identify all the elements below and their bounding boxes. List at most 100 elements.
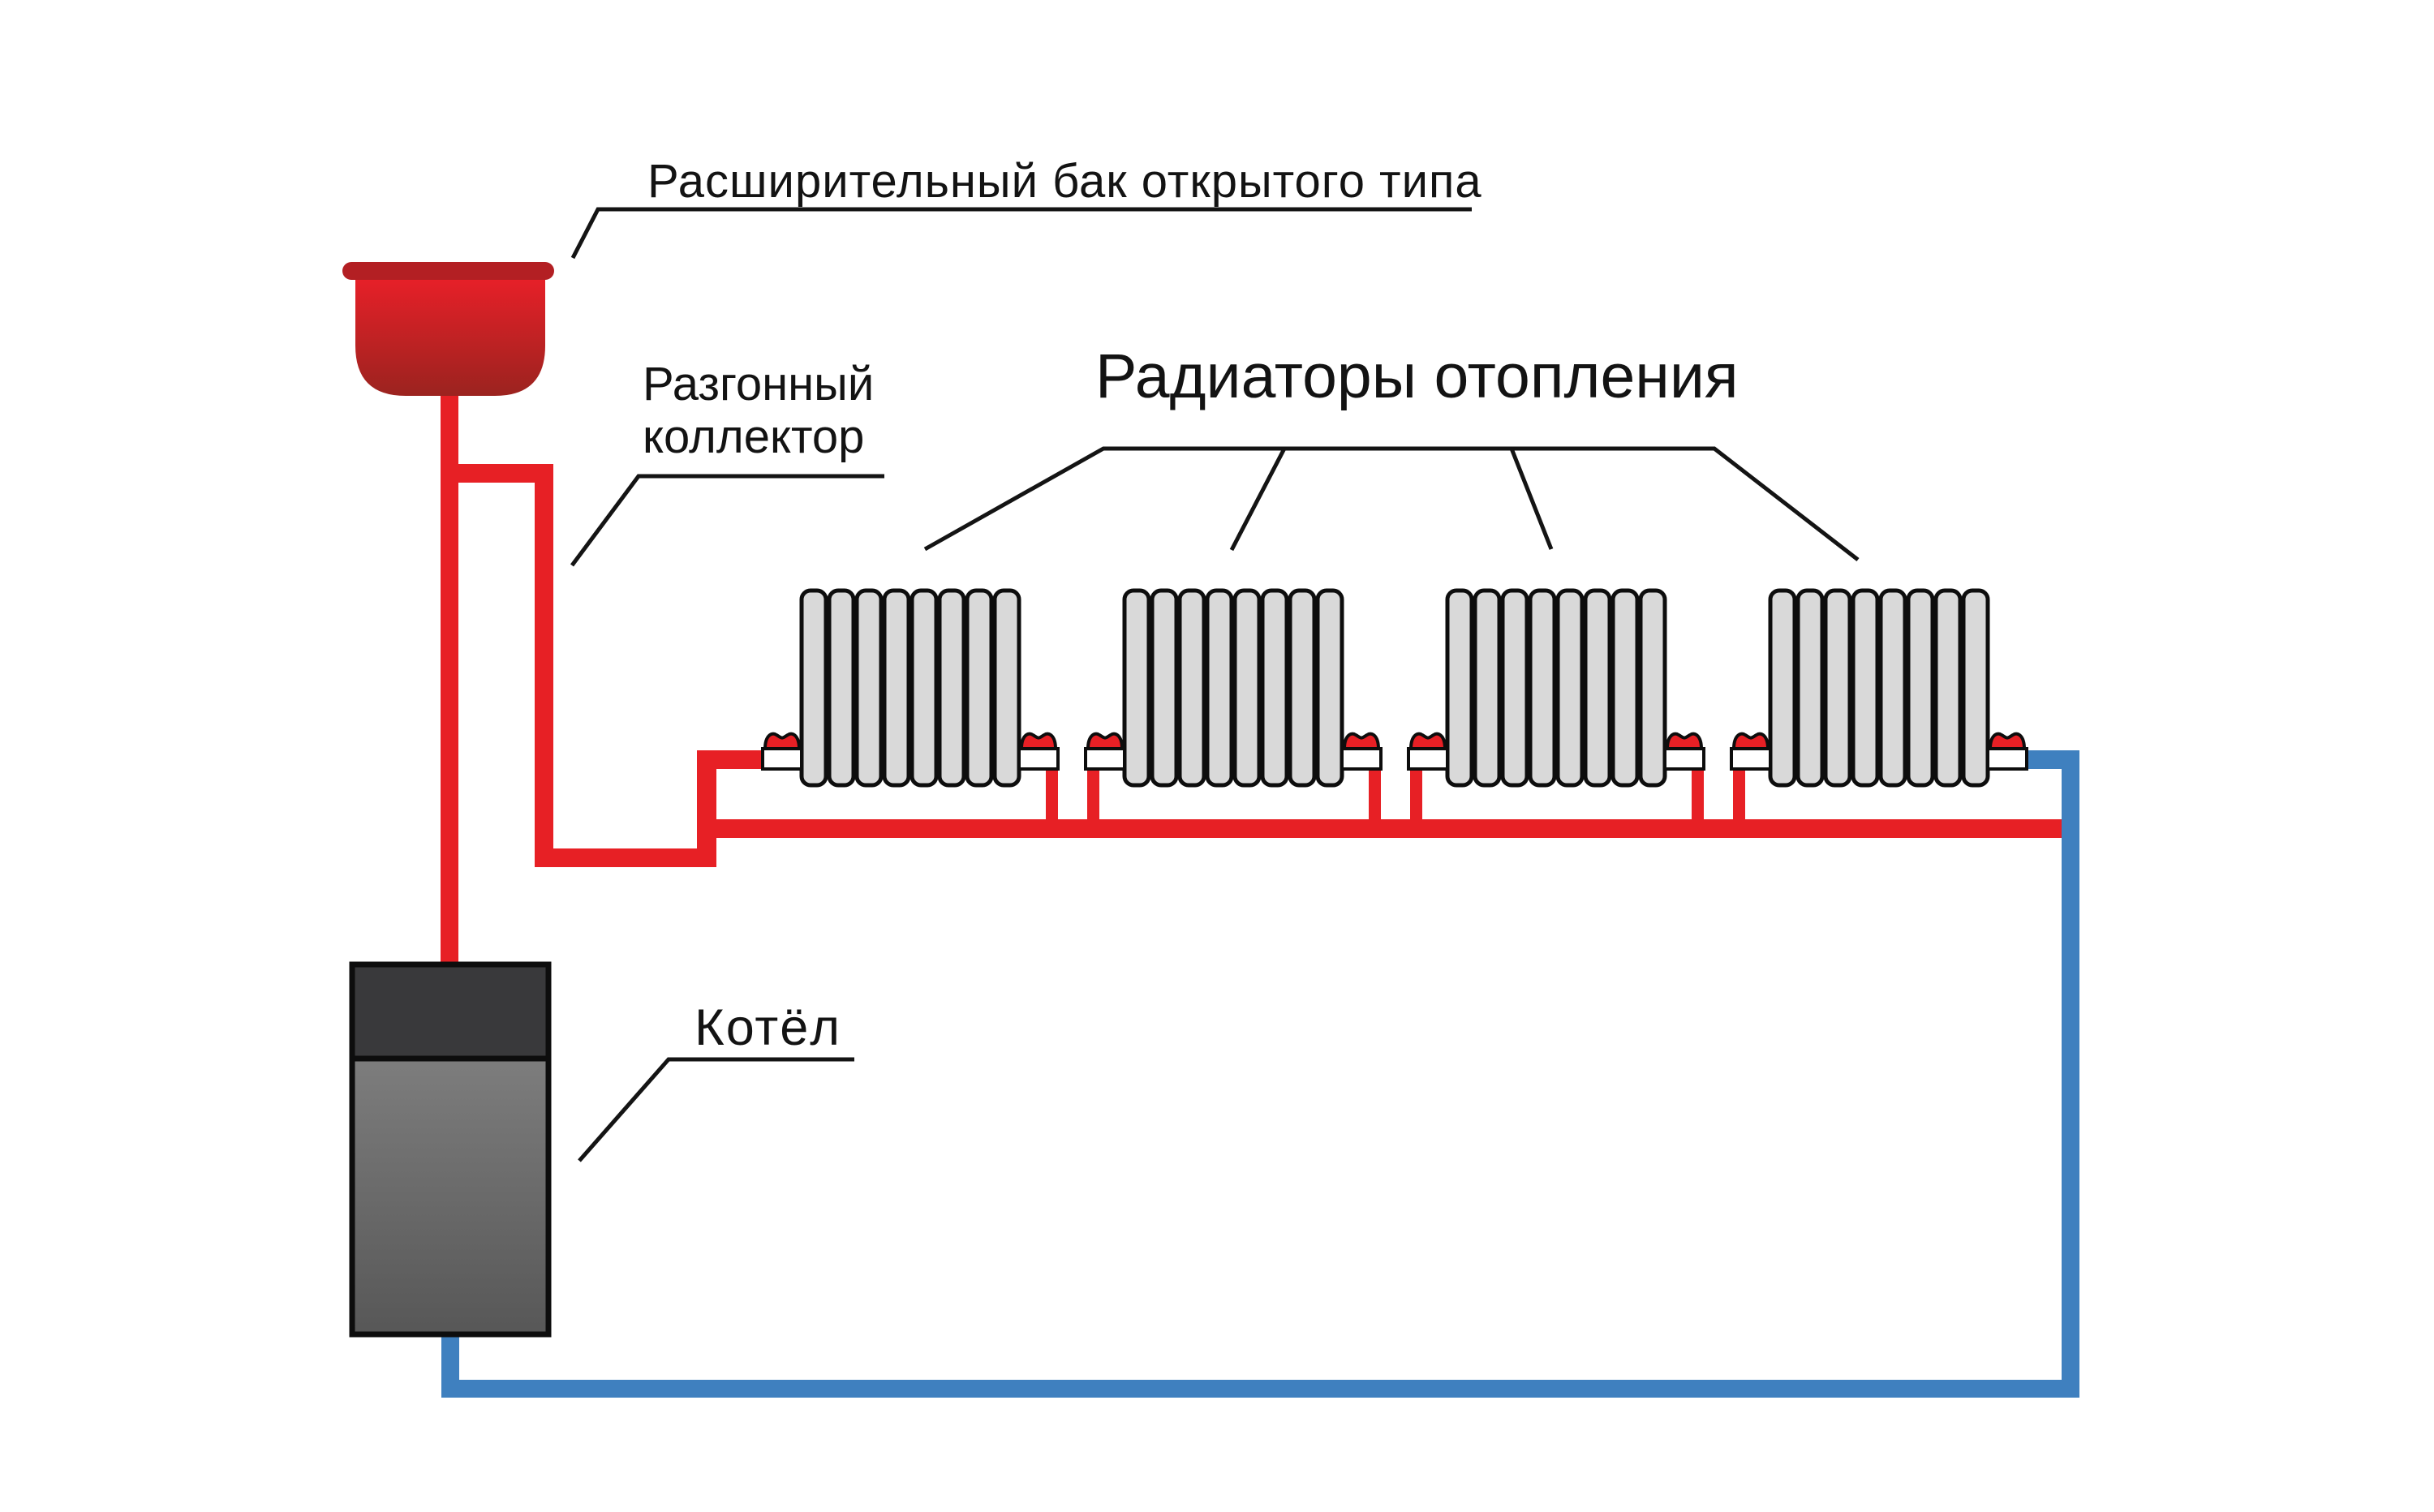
radiator-4 [1768,588,1990,788]
collector-branch-top-pipe [458,464,553,483]
radiator-2-inlet-valve [1084,732,1126,771]
valve-handle-icon [763,732,802,750]
radiator-section [1933,588,1963,788]
radiator-section [937,588,966,788]
expansion-tank-label: Расширительный бак открытого типа [647,155,1482,208]
radiator-sections [1768,588,1990,788]
valve-drop-pipe [1733,768,1745,820]
valve-handle-icon [1019,732,1058,750]
radiator-2-outlet-valve [1340,732,1383,771]
radiator-section [1878,588,1907,788]
radiator-sections [1122,588,1344,788]
radiator-section [1288,588,1317,788]
collector-leader-line [570,474,884,567]
radiator-section [1906,588,1935,788]
return-right-vertical-pipe [2062,750,2079,1398]
valve-handle-icon [1988,732,2027,750]
boiler [349,961,552,1338]
radiator-section [1177,588,1206,788]
step-riser-pipe [697,750,716,867]
collector-label-line2: коллектор [643,410,864,463]
radiator-1-outlet-valve [1017,732,1060,771]
radiators-heading: Радиаторы отопления [1095,341,1739,411]
radiator-sections [1445,588,1667,788]
boiler-leader-line [578,1057,854,1162]
radiator-4-outlet-valve [1986,732,2028,771]
radiator-section [854,588,884,788]
radiator-section [1610,588,1640,788]
expansion-tank [342,262,554,396]
valve-body [1730,747,1772,771]
valve-drop-pipe [1692,768,1704,820]
radiator-section [1232,588,1262,788]
radiator-section [910,588,939,788]
radiator-section [1260,588,1289,788]
leader-lines [570,207,1860,1162]
valve-drop-pipe [1410,768,1422,820]
radiator-section [799,588,828,788]
boiler-top-panel-outline [349,961,552,1062]
radiator-section [1795,588,1825,788]
radiator-3 [1445,588,1667,788]
collector-label-line1: Разгонный [643,358,874,410]
radiator-4-inlet-valve [1730,732,1772,771]
expansion-tank-bowl [355,280,545,396]
valve-handle-icon [1665,732,1704,750]
valve-drop-pipe [1046,768,1058,820]
radiator-section [1555,588,1585,788]
valve-body [1986,747,2028,771]
radiator-section [1315,588,1344,788]
boiler-label: Котёл [695,999,841,1056]
collector-branch-bottom-pipe [535,848,716,867]
radiator-sections [799,588,1021,788]
radiator-section [1122,588,1151,788]
valve-body [1017,747,1060,771]
valve-body [761,747,803,771]
radiator-section [1823,588,1852,788]
radiator-section [1500,588,1529,788]
radiator-1-inlet-valve [761,732,803,771]
radiator-section [965,588,994,788]
radiators-leader-fan-line [923,446,1860,561]
radiator-3-outlet-valve [1663,732,1705,771]
radiator-section [1851,588,1880,788]
valve-handle-icon [1086,732,1125,750]
valve-body [1663,747,1705,771]
radiators-leader-line-3 [1509,448,1554,550]
boiler-return-stub-pipe [441,1335,459,1384]
valve-handle-icon [1731,732,1770,750]
radiator-section [827,588,856,788]
radiators [799,588,1990,788]
boiler-top-panel [352,964,548,1059]
radiator-section [1528,588,1557,788]
return-bottom-pipe [441,1380,2079,1398]
supply-pipes-red [441,395,2062,965]
radiator-section [1768,588,1797,788]
main-supply-pipe [697,819,2062,838]
valve-body [1340,747,1383,771]
radiator-1 [799,588,1021,788]
valve-handle-icon [1408,732,1447,750]
radiator-section [1583,588,1612,788]
radiator-section [1473,588,1502,788]
radiator-section [1205,588,1234,788]
radiator1-inlet-pipe [716,750,763,769]
radiator-section [1961,588,1990,788]
valve-handle-icon [1342,732,1381,750]
radiator-2 [1122,588,1344,788]
valve-drop-pipe [1087,768,1099,820]
radiator-section [882,588,911,788]
radiators-leader-line-2 [1229,447,1287,552]
radiator-section [1445,588,1474,788]
riser-pipe [441,395,458,965]
return-pipes-blue [441,750,2079,1398]
expansion-tank-rim [342,262,554,280]
valve-body [1407,747,1449,771]
radiator-valves [761,732,2028,771]
radiator-section [992,588,1021,788]
valve-drop-pipe [1369,768,1381,820]
collector-branch-vertical-pipe [535,464,553,867]
valve-body [1084,747,1126,771]
labels: Расширительный бак открытого типа Разгон… [643,155,1739,1056]
